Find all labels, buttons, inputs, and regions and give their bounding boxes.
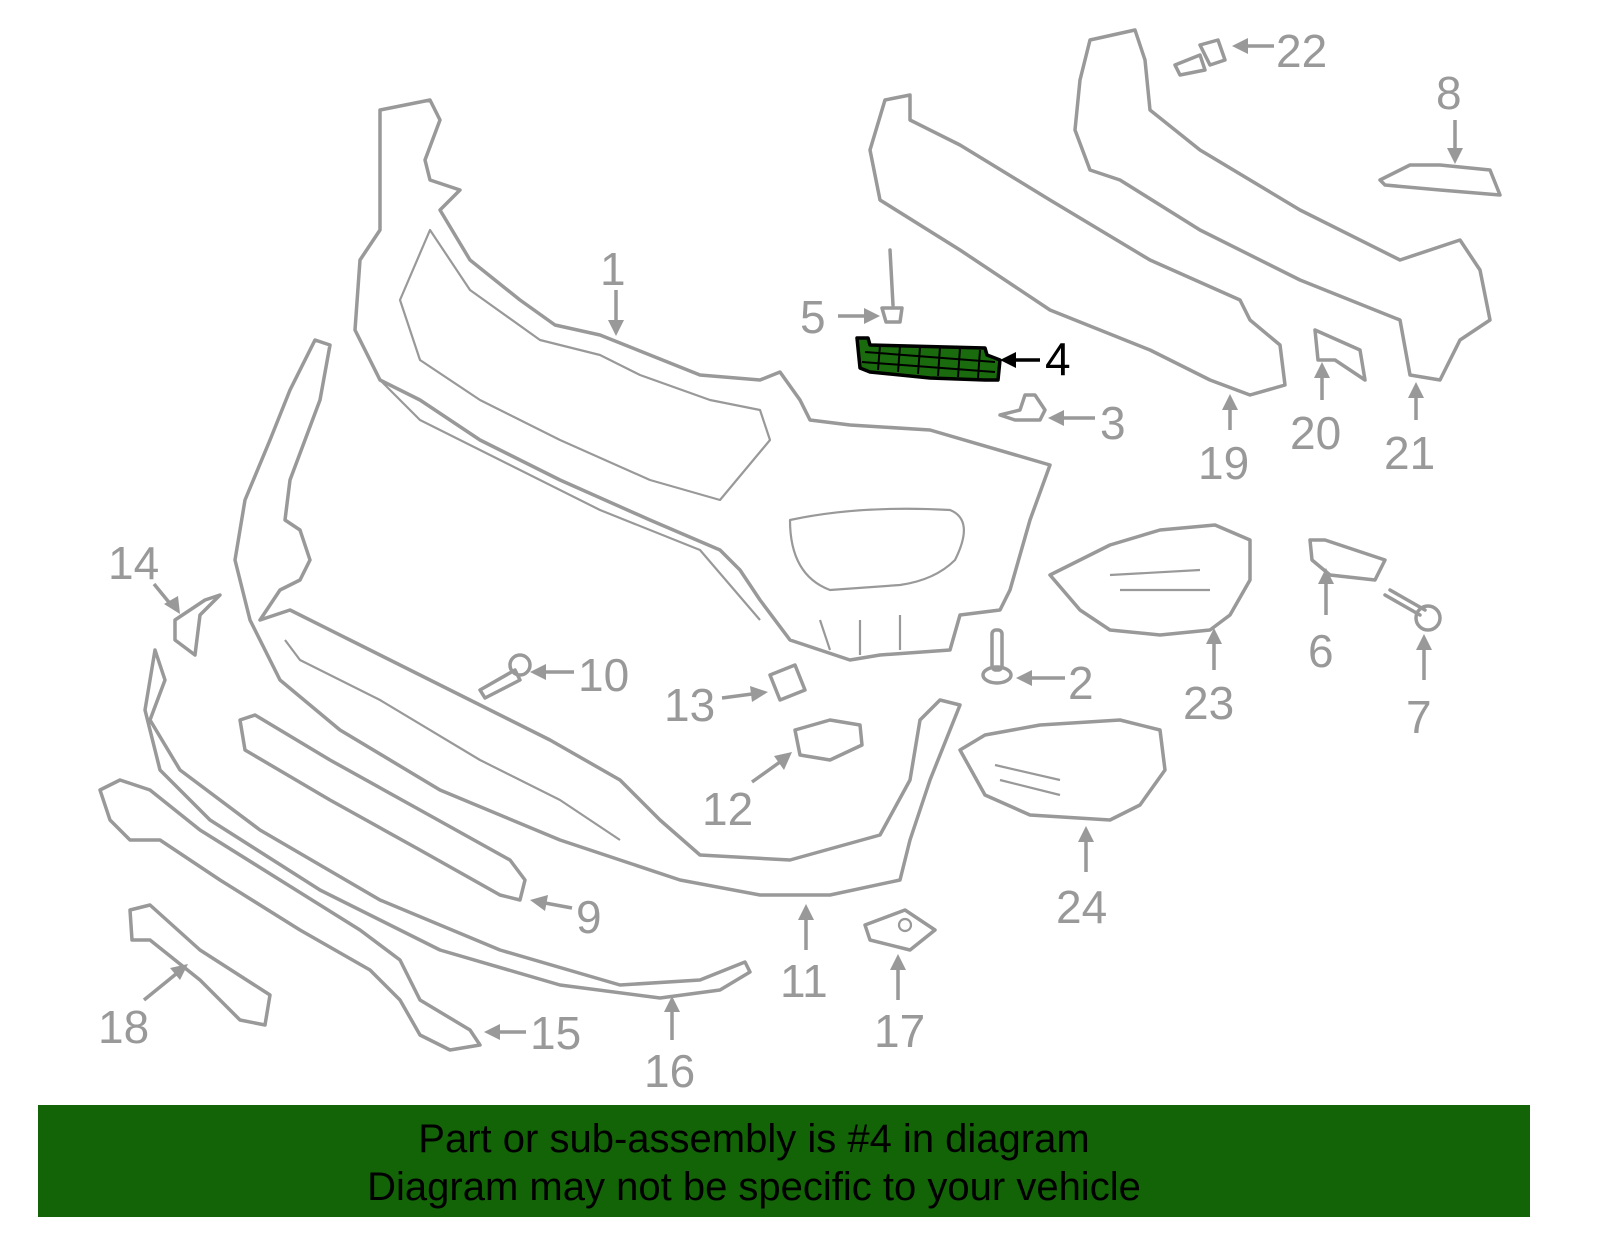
- part-20-bracket[interactable]: [1313, 328, 1367, 382]
- part-10-bolt[interactable]: [478, 653, 532, 700]
- part-6-bracket[interactable]: [1308, 538, 1387, 582]
- part-3-clip[interactable]: [998, 393, 1047, 422]
- callout-24: 24: [1056, 881, 1108, 933]
- callout-15: 15: [530, 1007, 582, 1059]
- part-14-bracket[interactable]: [173, 593, 222, 657]
- callout-6: 6: [1308, 625, 1334, 677]
- part-15-skid-plate[interactable]: [98, 778, 482, 1052]
- part-7-screw[interactable]: [1383, 588, 1442, 632]
- callout-arrows: [142, 38, 1463, 1040]
- part-13-clip[interactable]: [768, 663, 807, 702]
- part-17-nut-clip[interactable]: [863, 908, 937, 952]
- info-banner: Part or sub-assembly is #4 in diagram Di…: [38, 1105, 1530, 1217]
- callout-11: 11: [780, 955, 828, 1007]
- callout-10: 10: [578, 649, 630, 701]
- callout-8: 8: [1436, 67, 1462, 119]
- part-18-bracket[interactable]: [128, 903, 272, 1027]
- callout-4: 4: [1045, 333, 1071, 385]
- callout-14: 14: [108, 537, 160, 589]
- banner-line-1: Part or sub-assembly is #4 in diagram: [418, 1117, 1090, 1161]
- callout-7: 7: [1406, 691, 1432, 743]
- callout-21: 21: [1384, 427, 1436, 479]
- part-19-energy-absorber[interactable]: [868, 93, 1287, 397]
- callout-13: 13: [664, 679, 716, 731]
- callout-3: 3: [1100, 397, 1126, 449]
- banner-line-2: Diagram may not be specific to your vehi…: [367, 1165, 1141, 1209]
- part-9-trim-strip[interactable]: [238, 713, 527, 902]
- callout-23: 23: [1183, 677, 1235, 729]
- part-4-highlighted-bracket[interactable]: [855, 336, 1002, 382]
- callout-19: 19: [1198, 437, 1250, 489]
- callout-12: 12: [702, 783, 754, 835]
- part-16-lower-lip[interactable]: [143, 648, 752, 1000]
- part-5-pin[interactable]: [880, 248, 904, 324]
- callout-18: 18: [98, 1001, 150, 1053]
- part-23-fog-bezel[interactable]: [1048, 523, 1252, 637]
- callout-5: 5: [800, 291, 826, 343]
- part-2-bolt[interactable]: [981, 628, 1013, 685]
- part-22-bolt[interactable]: [1173, 38, 1227, 77]
- callout-20: 20: [1290, 407, 1342, 459]
- part-11-lower-cover[interactable]: [233, 338, 962, 897]
- callout-9: 9: [576, 891, 602, 943]
- callout-16: 16: [644, 1045, 696, 1097]
- callout-22: 22: [1276, 25, 1328, 77]
- callout-1: 1: [600, 243, 626, 295]
- part-12-bracket[interactable]: [793, 718, 864, 762]
- callout-2: 2: [1068, 657, 1094, 709]
- part-21-reinforcement[interactable]: [1073, 28, 1492, 382]
- callout-17: 17: [874, 1005, 926, 1057]
- part-8-bracket[interactable]: [1378, 163, 1502, 197]
- part-1-bumper-cover[interactable]: [353, 98, 1052, 662]
- parts-diagram: [98, 28, 1502, 1052]
- part-24-fog-bezel[interactable]: [958, 718, 1167, 822]
